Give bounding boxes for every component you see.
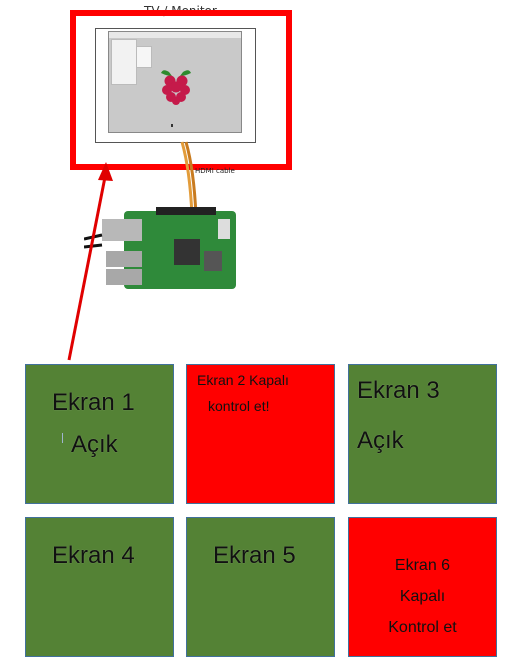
tile-6-status: Kapalı — [399, 588, 446, 605]
monitor-screen — [108, 31, 242, 133]
hdmi-cable-caption: HDMI cable — [195, 167, 235, 175]
screen-tile-1[interactable]: Ekran 1 Açık — [25, 364, 174, 504]
tile-3-title: Ekran 3 — [357, 377, 440, 404]
desktop-taskbar — [109, 32, 241, 38]
tile-1-status: Açık — [71, 431, 118, 458]
tile-6-action: Kontrol et — [388, 619, 457, 636]
screen-tile-3[interactable]: Ekran 3 Açık — [348, 364, 497, 504]
desktop-menu — [111, 39, 137, 85]
screen-tile-5[interactable]: Ekran 5 — [186, 517, 335, 657]
mouse-cursor — [171, 124, 173, 127]
tile-6-title: Ekran 6 — [394, 557, 451, 574]
tile-5-title: Ekran 5 — [213, 542, 296, 569]
text-cursor — [62, 433, 63, 443]
tile-1-title: Ekran 1 — [52, 389, 135, 416]
tile-3-status: Açık — [357, 427, 404, 454]
raspberry-pi-board — [84, 207, 236, 289]
screen-tile-2[interactable]: Ekran 2 Kapalı kontrol et! — [186, 364, 335, 504]
tile-2-status: kontrol et! — [208, 398, 270, 414]
raspberry-logo-icon — [161, 70, 191, 105]
tile-4-title: Ekran 4 — [52, 542, 135, 569]
screen-tile-6[interactable]: Ekran 6 Kapalı Kontrol et — [348, 517, 497, 657]
desktop-submenu — [136, 46, 152, 68]
screen-tile-4[interactable]: Ekran 4 — [25, 517, 174, 657]
red-arrow-pointer — [67, 162, 113, 361]
monitor-highlight-frame — [70, 10, 292, 170]
tile-2-title: Ekran 2 Kapalı — [197, 372, 289, 388]
